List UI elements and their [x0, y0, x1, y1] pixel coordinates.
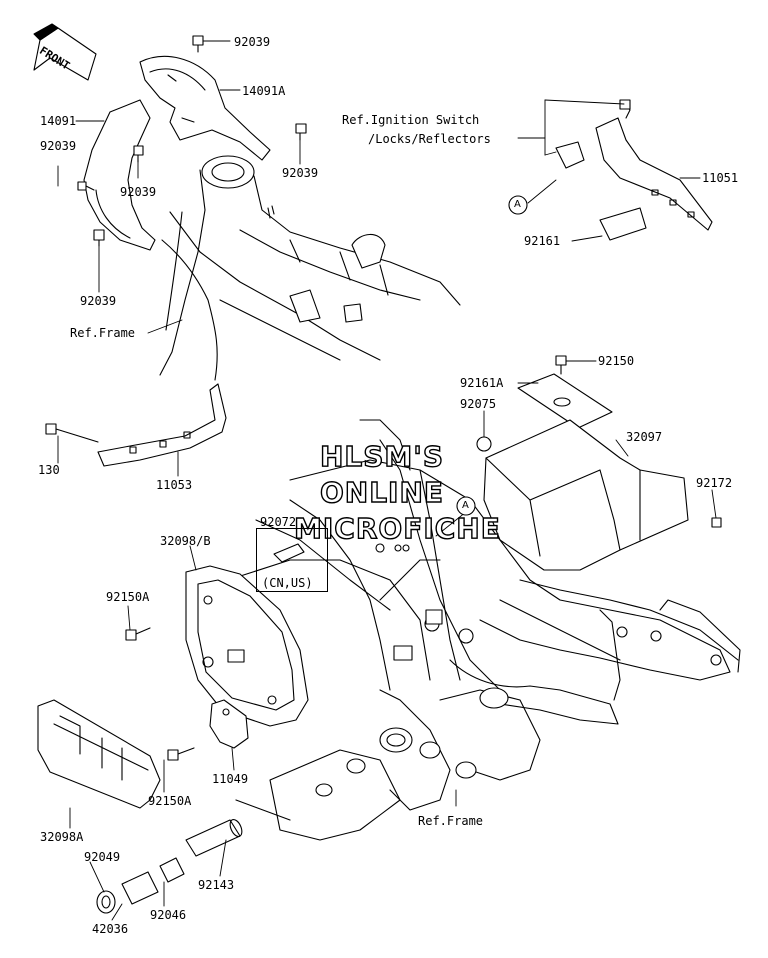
- cover-32098A: [37, 699, 161, 809]
- leader-lines: [57, 40, 717, 921]
- side-cover-32098B: [185, 565, 309, 727]
- cover-14091A: [139, 55, 271, 161]
- bolt-92039-left: [77, 181, 95, 191]
- part-92072: [273, 543, 305, 563]
- sleeve-92143: [185, 818, 243, 857]
- screw-92172: [711, 517, 722, 528]
- label-92039-left: 92039: [40, 139, 77, 153]
- label-32098A: 32098A: [40, 830, 84, 844]
- label-ref-ignition-line2: /Locks/Reflectors: [368, 132, 491, 146]
- cover-14091: [83, 99, 156, 251]
- bracket-11049: [209, 699, 249, 749]
- callout-a-top: [508, 195, 528, 215]
- label-92072: 92072: [260, 515, 297, 529]
- label-92172: 92172: [696, 476, 733, 490]
- label-32097: 32097: [626, 430, 663, 444]
- bushing-92046: [159, 857, 185, 883]
- watermark-line1: HLSM'S: [319, 440, 445, 473]
- label-11053: 11053: [156, 478, 193, 492]
- label-92143: 92143: [198, 878, 235, 892]
- label-92150A-top: 92150A: [106, 590, 150, 604]
- inset-box-92072: [256, 528, 328, 592]
- label-92049: 92049: [84, 850, 121, 864]
- label-11051: 11051: [702, 171, 739, 185]
- label-92039-mid: 92039: [120, 185, 157, 199]
- label-32098B: 32098/B: [160, 534, 211, 548]
- label-ref-frame-top: Ref.Frame: [70, 326, 136, 340]
- label-92039-right: 92039: [282, 166, 319, 180]
- seal-92049: [96, 890, 116, 914]
- label-ref-frame-bottom: Ref.Frame: [418, 814, 484, 828]
- bracket-11053: [97, 383, 227, 467]
- label-92161: 92161: [524, 234, 561, 248]
- label-92039-top: 92039: [234, 35, 271, 49]
- label-14091A: 14091A: [242, 84, 286, 98]
- callout-a-top-letter: A: [514, 199, 521, 210]
- label-11049: 11049: [212, 772, 249, 786]
- label-92161A: 92161A: [460, 376, 504, 390]
- callout-a-mid-letter: A: [462, 500, 469, 511]
- grommet-92075: [476, 436, 492, 452]
- label-42036: 42036: [92, 922, 129, 936]
- front-arrow-icon: [33, 23, 97, 81]
- watermark-line2: ONLINE: [319, 476, 445, 509]
- bolt-92150: [555, 355, 567, 375]
- label-92150A-bottom: 92150A: [148, 794, 192, 808]
- label-14091: 14091: [40, 114, 77, 128]
- label-92150: 92150: [598, 354, 635, 368]
- bolt-92150A-top: [125, 627, 151, 641]
- label-ref-ignition-line1: Ref.Ignition Switch: [342, 113, 480, 127]
- pad-92161A: [517, 373, 613, 429]
- label-92039-bottom: 92039: [80, 294, 117, 308]
- battery-case-32097: [483, 419, 689, 571]
- bolt-92150A-bottom: [167, 747, 195, 761]
- bolt-92039-top: [192, 35, 204, 53]
- bolt-130: [45, 423, 99, 443]
- callout-a-mid: [456, 496, 476, 516]
- label-cn-us: (CN,US): [262, 576, 313, 590]
- label-92075: 92075: [460, 397, 497, 411]
- bracket-11051: [555, 99, 713, 241]
- bolt-92039-mid: [133, 145, 144, 163]
- frame-main-section: [227, 419, 741, 841]
- frame-front-section: [159, 155, 461, 381]
- bolt-92039-right: [295, 123, 307, 141]
- bolt-92039-bottom: [93, 229, 105, 247]
- bushing-42036: [121, 871, 159, 905]
- label-92046: 92046: [150, 908, 187, 922]
- label-130: 130: [38, 463, 60, 477]
